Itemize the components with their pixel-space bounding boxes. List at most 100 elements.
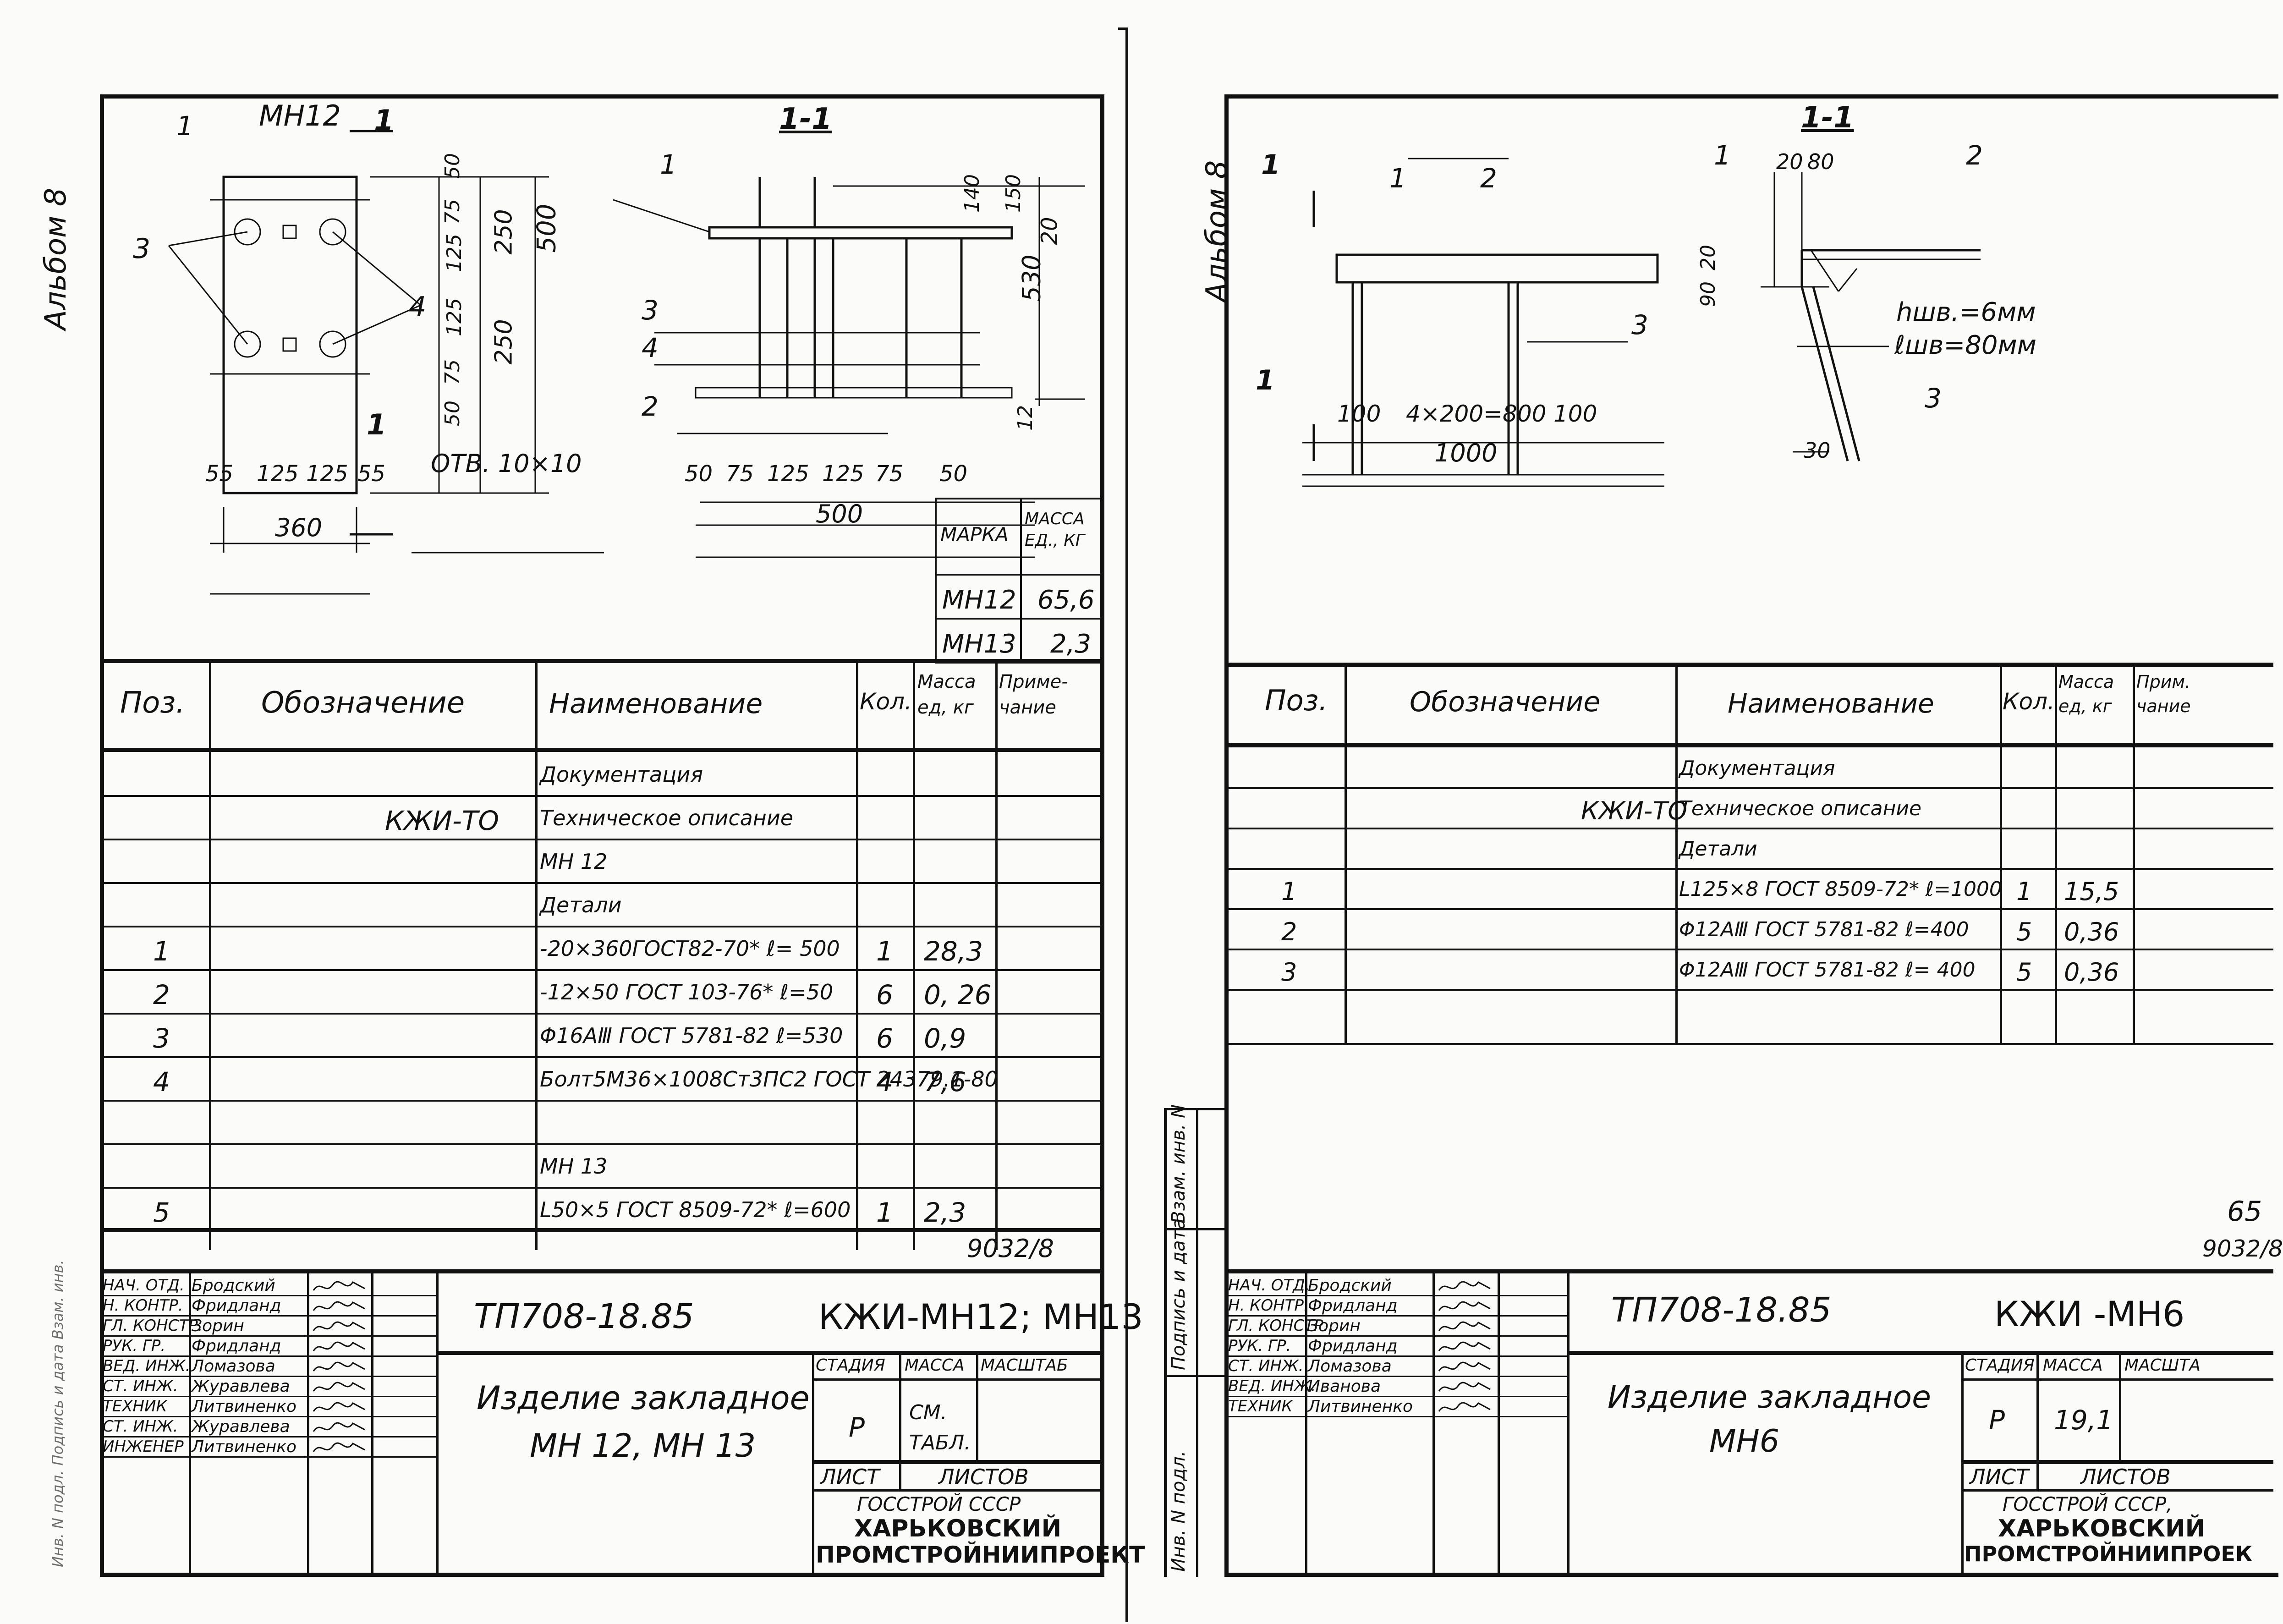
stamp-role: СТ. ИНЖ.: [103, 1417, 178, 1436]
left-stamp-scale-label: МАСШТАБ: [981, 1356, 1068, 1375]
mass-table-row-1-mass: 65,6: [1020, 574, 1104, 620]
stamp-name: Журавлева: [192, 1377, 290, 1396]
spec-pos-cell: 2: [1281, 917, 1297, 946]
stamp-role: РУК. ГР.: [1228, 1337, 1291, 1355]
spec-header-code: Обозначение: [261, 686, 465, 720]
right-stamp-project: ТП708-18.85: [1611, 1290, 1832, 1330]
spec-mass-cell: 15,5: [2064, 877, 2119, 906]
stamp-row-divider: [100, 1295, 436, 1296]
stamp-role: ВЕД. ИНЖ.: [103, 1357, 191, 1375]
right-spec-header-mass: Масса ед, кг: [2058, 672, 2114, 717]
spec-pos-cell: 4: [153, 1066, 170, 1097]
stamp-name: Фридланд: [1308, 1296, 1398, 1315]
table-row-divider: [100, 1143, 1104, 1145]
spec-pos-cell: 2: [153, 979, 170, 1010]
stamp-role: ВЕД. ИНЖ.: [1228, 1377, 1316, 1395]
table-row-divider: [1224, 989, 2273, 991]
spec-name-cell: Болт5М36×1008Ст3ПС2 ГОСТ 24379.1-80: [540, 1066, 998, 1092]
spec-name-cell: -12×50 ГОСТ 103-76* ℓ=50: [540, 979, 834, 1004]
table-row-divider: [100, 926, 1104, 927]
right-section-title: 1-1: [1801, 101, 1854, 135]
right-page-number: 65: [2227, 1196, 2262, 1228]
mass-table-row-2-mass: 2,3: [1020, 618, 1104, 664]
right-sec-callout-1: 1: [1714, 140, 1731, 171]
left-sec-callout-1: 1: [660, 149, 677, 180]
right-sect-dim-t0: 20: [1776, 149, 1803, 174]
spec-header-note: Приме-чание: [999, 671, 1068, 718]
spec-qty-cell: 6: [876, 979, 893, 1010]
left-dim-r0: 50: [441, 153, 464, 179]
left-callout-4: 4: [409, 291, 427, 323]
left-sec-callout-2: 2: [642, 391, 659, 422]
stamp-role: Н. КОНТР.: [103, 1296, 183, 1315]
signature-icon: [312, 1317, 367, 1337]
spec-pos-cell: 1: [153, 935, 170, 967]
right-sect-dim-l0: 90: [1696, 281, 1720, 307]
stamp-name: Литвиненко: [1308, 1397, 1413, 1416]
right-weld-l: ℓшв=80мм: [1894, 330, 2037, 360]
right-footnote: 9032/8: [2202, 1235, 2283, 1262]
spec-name-cell: Документация: [1679, 756, 1835, 780]
left-stamp-stage-label: СТАДИЯ: [816, 1356, 885, 1375]
left-dim-r8: 500: [532, 203, 562, 253]
left-sec-dim-r4: 12: [1014, 405, 1037, 431]
right-side-strip-3: Взам. инв. N: [1168, 1104, 1189, 1223]
spec-qty-cell: 4: [876, 1066, 893, 1097]
stamp-role: ИНЖЕНЕР: [103, 1437, 184, 1456]
right-stamp-org-3: ПРОМСТРОЙНИИПРОЕК: [1964, 1542, 2253, 1566]
signature-icon: [1437, 1337, 1492, 1357]
table-row-divider: [1224, 949, 2273, 950]
spec-mass-cell: 2,3: [924, 1196, 966, 1228]
left-sec-callout-4: 4: [642, 332, 659, 363]
stamp-name: Бродский: [192, 1276, 275, 1295]
spec-qty-cell: 6: [876, 1022, 893, 1054]
right-sec-callout-3: 3: [1925, 383, 1942, 414]
stamp-name: Ломазова: [1308, 1357, 1392, 1376]
right-sheet: [1224, 94, 2278, 1577]
spec-name-cell: МН 13: [540, 1153, 608, 1179]
left-stamp-org-1: ГОССТРОЙ СССР: [857, 1493, 1021, 1515]
spec-name-cell: L125×8 ГОСТ 8509-72* ℓ=1000: [1679, 877, 2002, 901]
left-sec-dim-b2: 125: [767, 461, 809, 487]
spec-header-pos: Поз.: [120, 686, 185, 720]
right-spec-header-qty: Кол.: [2003, 688, 2055, 715]
left-stamp-title: Изделие закладное: [477, 1379, 810, 1417]
spec-header-qty: Кол.: [860, 688, 912, 715]
left-callout-3: 3: [133, 233, 151, 265]
stamp-row-divider: [100, 1376, 436, 1377]
right-section-mark-2: 1: [1256, 364, 1275, 396]
right-stamp-stage-label: СТАДИЯ: [1965, 1356, 2035, 1375]
stamp-row-divider: [100, 1315, 436, 1317]
right-stamp-scale-label: МАСШТА: [2124, 1356, 2201, 1375]
spec-pos-cell: 3: [1281, 957, 1297, 987]
right-stamp-subtitle: МН6: [1709, 1423, 1780, 1459]
left-stamp-sheet-label: ЛИСТ: [820, 1465, 880, 1489]
spec-name-cell: Документация: [540, 762, 703, 787]
left-sec-dim-r2: 20: [1037, 217, 1063, 245]
stamp-row-divider: [100, 1355, 436, 1357]
stamp-row-divider: [100, 1416, 436, 1417]
stamp-name: Литвиненко: [192, 1437, 297, 1456]
right-callout-3: 3: [1631, 309, 1648, 340]
left-dim-b2: 125: [306, 461, 348, 487]
spec-name-cell: L50×5 ГОСТ 8509-72* ℓ=600: [540, 1197, 851, 1222]
left-dim-r4: 75: [441, 359, 464, 385]
table-row-divider: [1224, 828, 2273, 829]
signature-icon: [312, 1277, 367, 1297]
table-row-divider: [100, 882, 1104, 884]
stamp-name: Иванова: [1308, 1377, 1381, 1396]
spec-header-mass: Масса ед, кг: [917, 671, 976, 718]
signature-icon: [312, 1398, 367, 1418]
left-dim-b3: 55: [357, 461, 386, 487]
right-sec-callout-2: 2: [1966, 140, 1983, 171]
stamp-role: ТЕХНИК: [103, 1397, 167, 1416]
spec-qty-cell: 1: [2016, 877, 2032, 906]
left-callout-1: 1: [176, 110, 193, 142]
left-section-mark-bottom: 1: [367, 408, 387, 441]
right-callout-1: 1: [1389, 163, 1406, 194]
stamp-role: ГЛ. КОНСТР.: [1228, 1317, 1328, 1335]
stamp-role: ТЕХНИК: [1228, 1397, 1293, 1416]
stamp-name: Фридланд: [192, 1337, 281, 1355]
spec-name-cell: Техническое описание: [540, 805, 794, 830]
spec-qty-cell: 1: [876, 935, 893, 967]
